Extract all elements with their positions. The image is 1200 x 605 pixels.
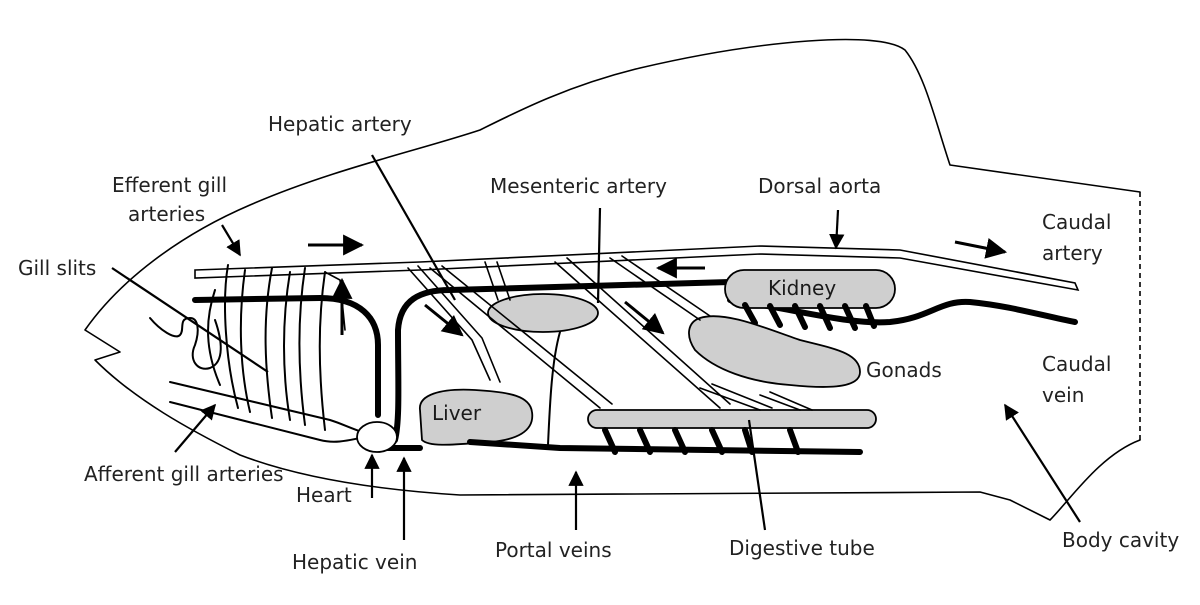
label-gonads: Gonads	[866, 358, 942, 382]
heart-organ	[356, 421, 398, 453]
dorsal-aorta-pointer	[829, 209, 845, 250]
flow-arrow	[624, 300, 665, 335]
artery-segment	[484, 261, 511, 301]
mesenteric-organ	[487, 293, 599, 333]
gonad-artery-vessel	[609, 255, 711, 321]
label-efferent-gill-line1: Efferent gill	[112, 173, 228, 197]
label-heart: Heart	[296, 483, 352, 507]
gill-slits-pointer	[111, 267, 269, 373]
posterior-cardinal-vein	[392, 279, 733, 443]
label-caudal-vein-line2: vein	[1042, 383, 1085, 407]
flow-arrow	[954, 237, 1008, 259]
flow-arrow	[424, 303, 464, 337]
label-afferent-gill-arteries: Afferent gill arteries	[84, 462, 284, 486]
anterior-cardinal-vein	[192, 295, 381, 418]
liver-organ	[419, 388, 534, 446]
label-caudal-vein-line1: Caudal	[1042, 352, 1112, 376]
label-liver: Liver	[432, 401, 482, 425]
label-dorsal-aorta: Dorsal aorta	[758, 174, 882, 198]
portal-vein-main	[467, 439, 863, 455]
label-hepatic-vein: Hepatic vein	[292, 550, 418, 574]
afferent-gill-pointer	[174, 403, 216, 453]
label-kidney: Kidney	[768, 276, 837, 300]
portal-vein-vertical	[547, 331, 561, 446]
gill-arch	[283, 271, 291, 421]
label-efferent-gill-line2: arteries	[128, 202, 206, 226]
label-hepatic-artery: Hepatic artery	[268, 112, 412, 136]
intestinal-artery	[699, 383, 813, 411]
gill-arch	[239, 269, 251, 413]
gill-arch	[224, 264, 239, 409]
portal-vein-branches	[602, 427, 801, 455]
label-mesenteric-artery: Mesenteric artery	[490, 174, 667, 198]
hepatic-artery-vessel	[407, 265, 501, 383]
gonads-organ	[688, 315, 861, 388]
label-digestive-tube: Digestive tube	[729, 536, 875, 560]
kidney-organ	[724, 269, 896, 309]
mesenteric-artery-pointer	[596, 207, 602, 304]
label-body-cavity: Body cavity	[1062, 528, 1180, 552]
dorsal-aorta-vessel	[194, 245, 1080, 292]
afferent-gill-artery	[169, 401, 361, 443]
label-caudal-artery-line2: artery	[1042, 241, 1103, 265]
gill-arch	[264, 267, 273, 419]
gill-arch	[298, 267, 306, 426]
label-gill-slits: Gill slits	[18, 256, 97, 280]
digestive-tube-pointer	[747, 419, 767, 531]
visceral-artery	[429, 265, 613, 409]
label-portal-veins: Portal veins	[495, 538, 612, 562]
renal-veins	[742, 302, 877, 331]
fish-body-outline	[84, 38, 1141, 521]
efferent-gill-pointer	[221, 224, 241, 257]
hepatic-artery-pointer	[371, 154, 456, 301]
gill-structure	[149, 316, 222, 370]
label-caudal-artery-line1: Caudal	[1042, 210, 1112, 234]
body-cavity-pointer	[1004, 403, 1081, 523]
caudal-vein-vessel	[727, 297, 1078, 326]
digestive-tube-organ	[587, 409, 877, 429]
gill-arch	[318, 271, 326, 431]
